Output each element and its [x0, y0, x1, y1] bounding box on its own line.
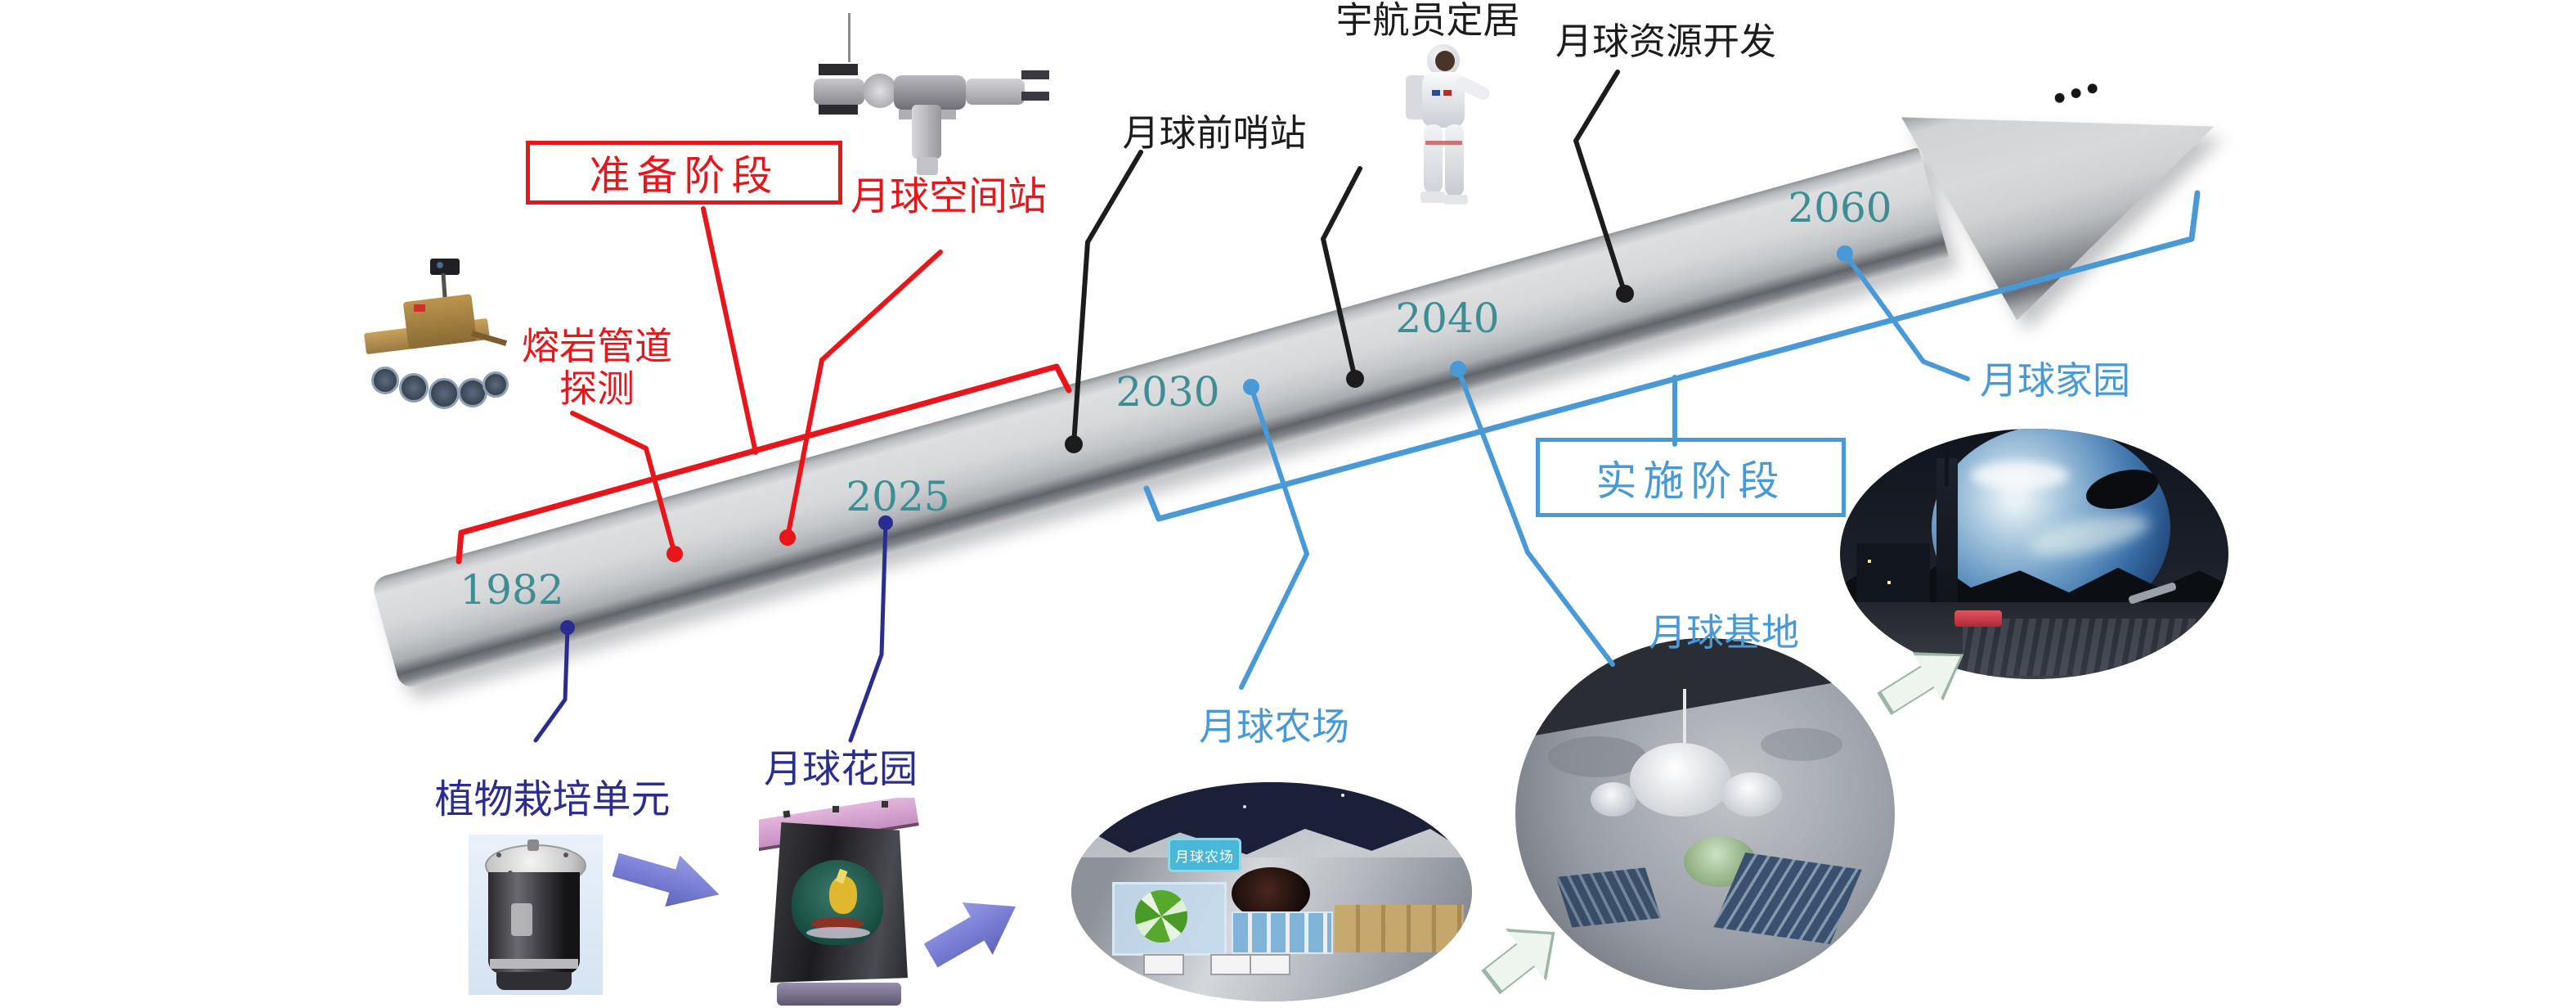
resources-leader	[1573, 70, 1627, 296]
resources-label: 月球资源开发	[1555, 20, 1776, 63]
year-2025: 2025	[846, 473, 950, 520]
base-label: 月球基地	[1649, 610, 1799, 655]
plant-unit-dot	[560, 620, 575, 635]
plant-unit-label: 植物栽培单元	[434, 776, 671, 822]
year-2060: 2060	[1788, 184, 1892, 232]
lava-tube-leader	[570, 411, 677, 556]
farm-photo: 月球农场	[1071, 782, 1472, 1001]
base-leader	[1456, 367, 1615, 667]
garden-device-image	[759, 798, 919, 1008]
base-dot	[1450, 361, 1466, 377]
home-leader	[1842, 251, 1970, 381]
prep-phase-box: 准备阶段	[526, 141, 842, 205]
impl-phase-box: 实施阶段	[1536, 438, 1846, 517]
resources-dot	[1616, 285, 1634, 303]
year-1982: 1982	[460, 566, 564, 614]
outpost-dot	[1065, 435, 1083, 453]
lava-tube-dot	[666, 546, 683, 562]
outpost-label: 月球前哨站	[1122, 111, 1307, 155]
plant-unit-image	[469, 835, 603, 995]
farm-dot	[1243, 379, 1259, 395]
farm-photo-sign: 月球农场	[1168, 838, 1241, 872]
farm-leader	[1239, 385, 1309, 690]
space-station-dot	[779, 529, 796, 546]
outpost-leader	[1071, 150, 1143, 447]
farm-label: 月球农场	[1199, 704, 1349, 749]
home-label: 月球家园	[1980, 358, 2130, 403]
space-station-image	[814, 13, 1056, 175]
plant-unit-leader	[533, 625, 570, 743]
garden-leader	[848, 520, 888, 743]
prep-phase-label: 准备阶段	[589, 152, 779, 200]
year-2040: 2040	[1395, 295, 1500, 342]
space-station-leader	[785, 250, 943, 540]
home-dot	[1837, 245, 1853, 262]
settlement-dot	[1346, 370, 1364, 388]
lava-tube-label: 熔岩管道 探测	[522, 324, 672, 411]
prep-phase-bracket	[456, 363, 1072, 565]
garden-dot	[878, 515, 893, 530]
astronaut-image	[1393, 44, 1492, 205]
impl-phase-label: 实施阶段	[1595, 457, 1786, 505]
base-photo	[1515, 638, 1895, 990]
space-station-label: 月球空间站	[850, 173, 1047, 219]
settlement-leader	[1321, 166, 1362, 381]
prep-box-leader	[701, 206, 758, 455]
home-photo	[1840, 429, 2228, 679]
rover-image	[358, 257, 518, 412]
settlement-label: 宇航员定居	[1335, 0, 1520, 42]
garden-label: 月球花园	[764, 747, 918, 792]
year-2030: 2030	[1115, 368, 1220, 416]
